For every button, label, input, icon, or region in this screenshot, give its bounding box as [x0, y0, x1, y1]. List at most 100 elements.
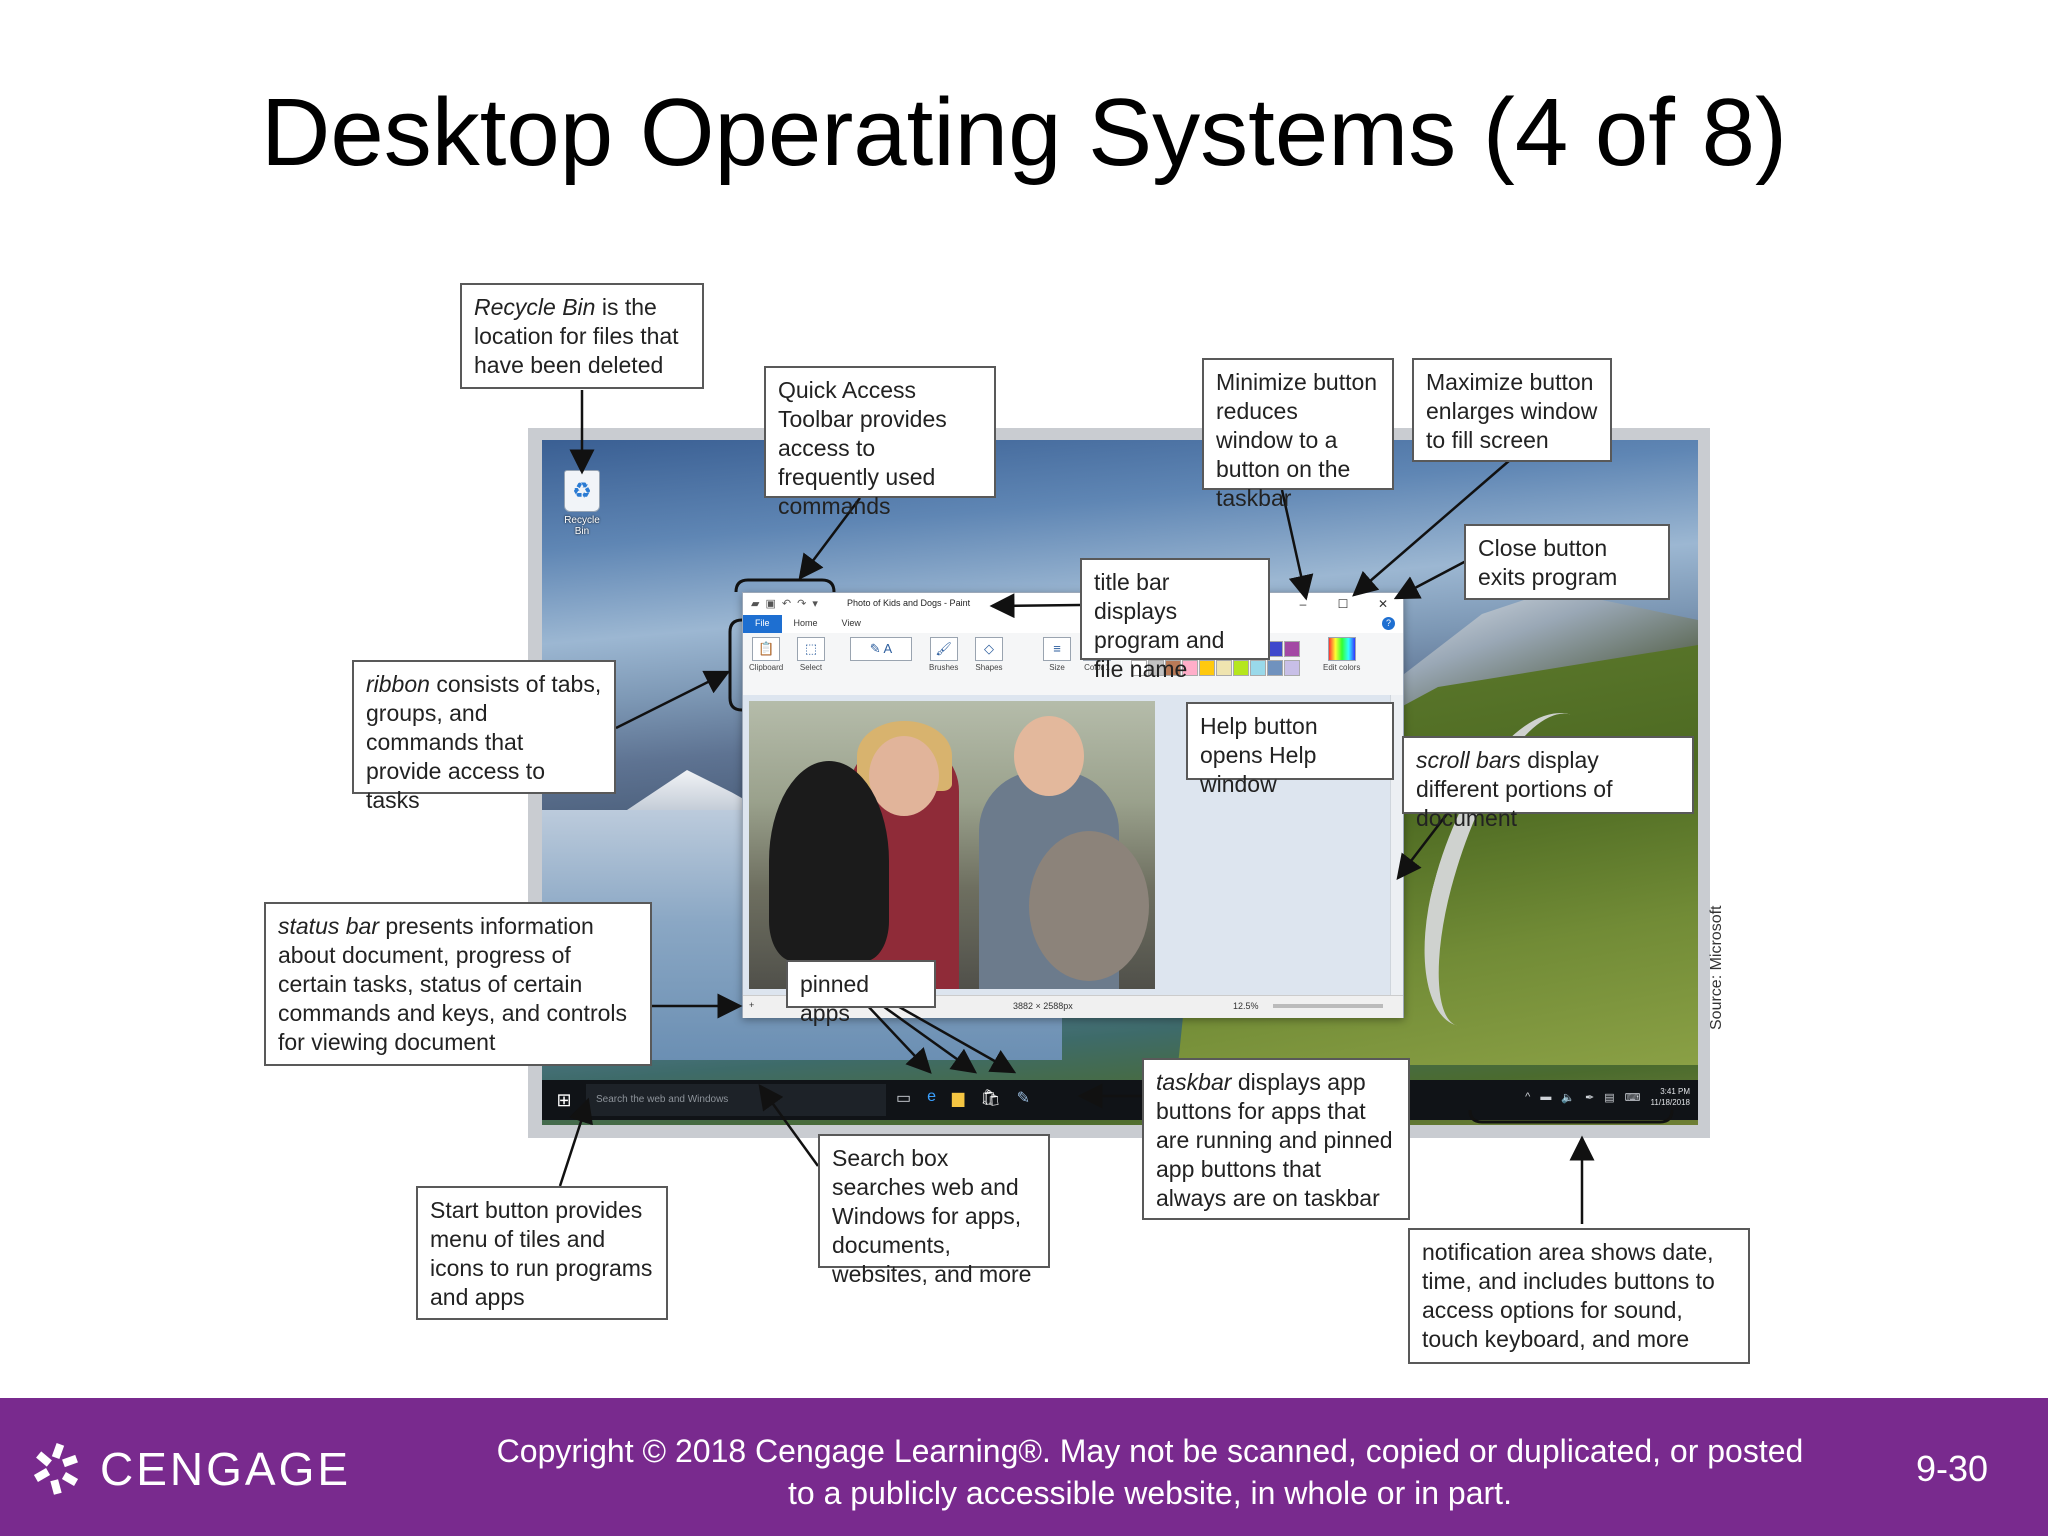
- callout-term: status bar: [278, 913, 379, 939]
- callout-ribbon: ribbon consists of tabs, groups, and com…: [352, 660, 616, 813]
- callout-text: title bar displays program and file name: [1094, 569, 1225, 682]
- callout-term: Recycle Bin: [474, 294, 596, 320]
- callout-notification-area: notification area shows date, time, and …: [1408, 1228, 1750, 1364]
- callout-text: Search box searches web and Windows for …: [832, 1145, 1032, 1287]
- search-box[interactable]: Search the web and Windows: [586, 1084, 886, 1116]
- window-controls: – ☐ ✕: [1283, 593, 1403, 615]
- ribbon-group-label: Color 1: [1083, 663, 1111, 672]
- network-icon[interactable]: ▬: [1540, 1091, 1552, 1103]
- callout-text: Minimize button reduces window to a butt…: [1216, 369, 1378, 511]
- volume-icon[interactable]: 🔈: [1561, 1091, 1576, 1104]
- taskbar: ⊞ Search the web and Windows ▭ e ▆ 🛍 ✎ ^…: [542, 1080, 1698, 1120]
- page-number: 9-30: [1915, 1448, 1988, 1489]
- maximize-button[interactable]: ☐: [1337, 597, 1349, 611]
- photo-kids-and-dogs: [749, 701, 1155, 989]
- slide-title: Desktop Operating Systems (4 of 8): [261, 79, 1787, 186]
- window-title: Photo of Kids and Dogs - Paint: [847, 598, 971, 608]
- ribbon-group-label: Shapes: [975, 663, 1003, 672]
- arrow-scroll-bars: [1396, 809, 1451, 880]
- help-button[interactable]: ?: [1382, 617, 1395, 630]
- photo-face: [869, 736, 939, 816]
- tab-home[interactable]: Home: [793, 618, 818, 628]
- cengage-logo: CENGAGE: [30, 1440, 351, 1498]
- tab-view[interactable]: View: [841, 618, 861, 628]
- callout-text: display different portions of document: [1416, 747, 1613, 831]
- callout-status-bar: status bar presents information about do…: [264, 902, 652, 1066]
- ribbon-group-shapes[interactable]: ◇ Shapes: [975, 637, 1003, 672]
- size-icon: ≡: [1043, 637, 1071, 661]
- arrow-pinned-store: [893, 1002, 1017, 1074]
- taskbar-pinned-apps: ▭ e ▆ 🛍 ✎: [896, 1088, 1030, 1108]
- notification-area: ^ ▬ 🔈 ✒ ▤ ⌨ 3:41 PM 11/18/2018: [1525, 1086, 1690, 1108]
- copyright-notice: Copyright © 2018 Cengage Learning®. May …: [440, 1430, 1860, 1514]
- taskbar-clock[interactable]: 3:41 PM 11/18/2018: [1651, 1086, 1690, 1108]
- pen-icon[interactable]: ✒: [1585, 1091, 1595, 1104]
- edit-colors-icon: [1327, 637, 1356, 661]
- close-button[interactable]: ✕: [1377, 597, 1389, 611]
- ribbon-group-tools[interactable]: ✎ A: [841, 637, 921, 663]
- add-icon: +: [749, 1000, 755, 1010]
- edge-browser-icon[interactable]: e: [927, 1088, 937, 1105]
- paint-taskbar-icon[interactable]: ✎: [1016, 1090, 1031, 1107]
- brushes-icon: 🖌: [929, 637, 958, 661]
- callout-scroll-bars: scroll bars display different portions o…: [1402, 736, 1694, 831]
- recycle-bin-label: Recycle Bin: [564, 515, 600, 537]
- arrow-pinned-explorer: [879, 1002, 978, 1074]
- arrow-close: [1393, 558, 1469, 600]
- tab-file[interactable]: File: [743, 615, 782, 633]
- zoom-slider[interactable]: [1273, 1004, 1383, 1008]
- callout-text: Quick Access Toolbar provides access to …: [778, 377, 947, 519]
- keyboard-icon[interactable]: ⌨: [1624, 1091, 1641, 1104]
- callout-term: ribbon: [366, 671, 430, 697]
- ribbon-group-label: Size: [1049, 663, 1065, 672]
- callout-text: consists of tabs, groups, and commands t…: [366, 671, 602, 813]
- photo-dog: [769, 761, 889, 961]
- photo-face: [1014, 716, 1084, 796]
- zoom-level: 12.5%: [1233, 1001, 1259, 1011]
- callout-text: Help button opens Help window: [1200, 713, 1318, 797]
- callout-recycle-bin: Recycle Bin is the location for files th…: [460, 283, 704, 389]
- callout-text: Start button provides menu of tiles and …: [430, 1197, 653, 1310]
- ribbon-group-label: Select: [799, 663, 823, 672]
- callout-search-box: Search box searches web and Windows for …: [818, 1134, 1050, 1287]
- arrow-minimize: [1280, 489, 1314, 601]
- ribbon-edit-colors[interactable]: Edit colors: [1323, 637, 1360, 672]
- recycle-bin-icon: ♻: [564, 470, 600, 512]
- footer: CENGAGE Copyright © 2018 Cengage Learnin…: [0, 1398, 2048, 1536]
- redo-icon[interactable]: ↷: [797, 598, 807, 610]
- taskbar-date: 11/18/2018: [1650, 1098, 1690, 1107]
- ribbon-group-select[interactable]: ⬚ Select: [797, 637, 825, 672]
- callout-text: is the location for files that have been…: [474, 294, 679, 378]
- arrow-ribbon: [615, 670, 731, 730]
- file-explorer-icon[interactable]: ▆: [952, 1090, 965, 1107]
- ribbon-group-clipboard[interactable]: 📋 Clipboard: [749, 637, 783, 672]
- ribbon-group-brushes[interactable]: 🖌 Brushes: [929, 637, 958, 672]
- callout-text: Maximize button enlarges window to fill …: [1426, 369, 1598, 453]
- action-center-icon[interactable]: ▤: [1604, 1091, 1615, 1104]
- start-button[interactable]: ⊞: [556, 1090, 572, 1110]
- task-view-icon[interactable]: ▭: [896, 1090, 912, 1107]
- callout-pinned-apps: pinned apps: [786, 960, 936, 1026]
- callout-minimize-button: Minimize button reduces window to a butt…: [1202, 358, 1394, 511]
- arrow-start: [558, 1097, 593, 1187]
- ribbon-group-size[interactable]: ≡ Size: [1043, 637, 1071, 672]
- undo-icon[interactable]: ↶: [781, 598, 792, 610]
- cengage-logo-mark: [30, 1440, 88, 1498]
- callout-text: Close button exits program: [1478, 535, 1618, 590]
- show-hidden-icons-icon[interactable]: ^: [1525, 1091, 1531, 1103]
- callout-text: displays app buttons for apps that are r…: [1156, 1069, 1393, 1211]
- callout-term: scroll bars: [1416, 747, 1521, 773]
- copyright-line-2: to a publicly accessible website, in who…: [788, 1475, 1512, 1511]
- customize-qat-icon[interactable]: ▾: [812, 598, 818, 610]
- recycle-bin-shortcut[interactable]: ♻ Recycle Bin: [556, 470, 608, 537]
- store-icon[interactable]: 🛍: [980, 1090, 1001, 1107]
- save-icon[interactable]: ▣: [765, 598, 776, 610]
- ribbon-group-label: Clipboard: [749, 663, 784, 672]
- minimize-button[interactable]: –: [1299, 597, 1307, 611]
- ribbon-group-label: Brushes: [929, 663, 959, 672]
- arrow-maximize: [1352, 459, 1511, 597]
- callout-close-button: Close button exits program: [1464, 524, 1670, 600]
- arrow-quick-access: [798, 497, 861, 580]
- callout-term: taskbar: [1156, 1069, 1232, 1095]
